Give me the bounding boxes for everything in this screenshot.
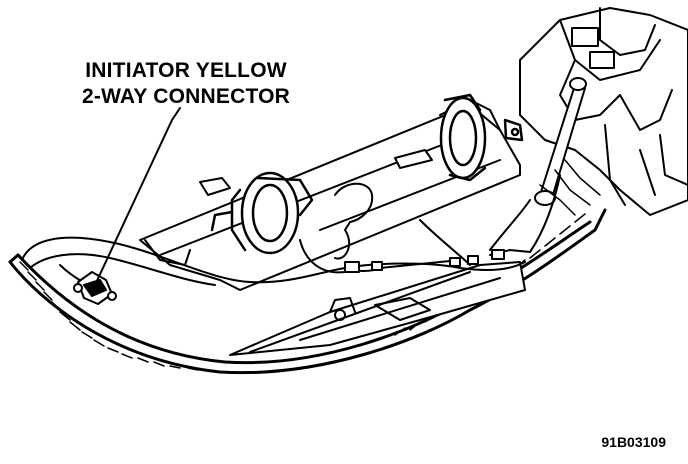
circuit-wires bbox=[22, 175, 560, 290]
harness-clip-loop bbox=[335, 184, 372, 259]
steering-linkage bbox=[535, 78, 586, 205]
connector-callout-label: INITIATOR YELLOW 2-WAY CONNECTOR bbox=[66, 58, 306, 110]
harness-sleeve bbox=[230, 262, 525, 355]
initiator-yellow-2-way-connector bbox=[74, 272, 116, 304]
wire-harness-conduit bbox=[10, 210, 605, 373]
figure-id: 91B03109 bbox=[601, 434, 666, 450]
callout-leader-line bbox=[95, 108, 180, 285]
steering-gear-housing bbox=[520, 8, 688, 215]
inline-wire-connectors bbox=[345, 250, 504, 272]
callout-line-2: 2-WAY CONNECTOR bbox=[82, 85, 290, 108]
tube-clamp-right bbox=[441, 95, 522, 180]
callout-line-1: INITIATOR YELLOW bbox=[85, 59, 287, 82]
tube-clamp-left bbox=[212, 173, 312, 253]
